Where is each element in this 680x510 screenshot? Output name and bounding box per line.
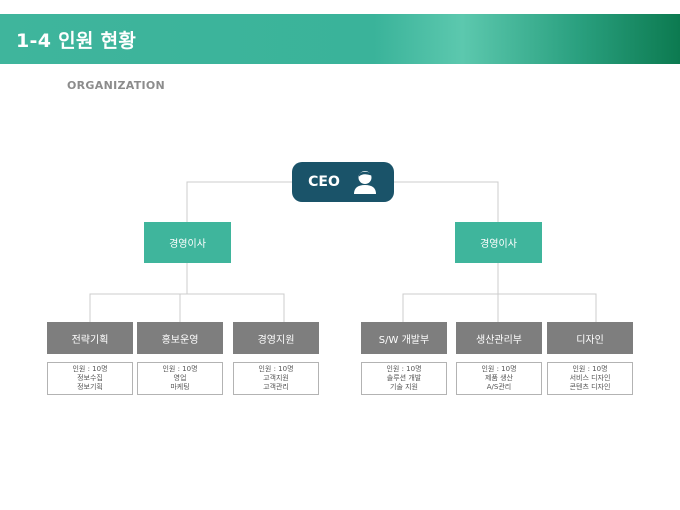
user-icon <box>353 171 376 194</box>
page-title: 1-4 인원 현황 <box>16 30 137 52</box>
ceo-node: CEO <box>292 162 394 202</box>
dept-info: 인원 : 10명 영업 마케팅 <box>137 362 223 395</box>
dept-node: S/W 개발부 <box>361 322 447 354</box>
dept-node: 생산관리부 <box>456 322 542 354</box>
headcount-text: 인원 : 10명 <box>162 365 198 373</box>
ceo-label: CEO <box>308 174 340 190</box>
dept-info: 인원 : 10명 제품 생산 A/S관리 <box>456 362 542 395</box>
duty-text: 콘텐츠 디자인 <box>569 383 611 391</box>
duty-text: 정보기획 <box>77 383 103 391</box>
headcount-text: 인원 : 10명 <box>481 365 517 373</box>
duty-text: 기술 지원 <box>390 383 418 391</box>
duty-text: 솔루션 개발 <box>386 374 422 382</box>
duty-text: A/S관리 <box>486 383 512 391</box>
section-subtitle: ORGANIZATION <box>67 79 166 92</box>
headcount-text: 인원 : 10명 <box>386 365 422 373</box>
dept-node: 전략기획 <box>47 322 133 354</box>
duty-text: 제품 생산 <box>485 374 513 382</box>
connector-ceo-right <box>394 181 499 222</box>
connector-left-branch <box>89 293 285 322</box>
duty-text: 영업 <box>173 374 187 382</box>
connector-ceo-left <box>186 181 292 222</box>
duty-text: 고객지원 <box>263 374 289 382</box>
dept-info: 인원 : 10명 정보수집 정보기획 <box>47 362 133 395</box>
dept-info: 인원 : 10명 고객지원 고객관리 <box>233 362 319 395</box>
dept-node: 홍보운영 <box>137 322 223 354</box>
exec-node-left: 경영이사 <box>144 222 231 263</box>
duty-text: 마케팅 <box>170 383 190 391</box>
dept-info: 인원 : 10명 솔루션 개발 기술 지원 <box>361 362 447 395</box>
dept-info: 인원 : 10명 서비스 디자인 콘텐츠 디자인 <box>547 362 633 395</box>
title-banner: 1-4 인원 현황 <box>0 14 680 64</box>
duty-text: 서비스 디자인 <box>569 374 611 382</box>
exec-node-right: 경영이사 <box>455 222 542 263</box>
headcount-text: 인원 : 10명 <box>72 365 108 373</box>
headcount-text: 인원 : 10명 <box>572 365 608 373</box>
connector-right-branch <box>402 293 597 322</box>
dept-node: 디자인 <box>547 322 633 354</box>
duty-text: 고객관리 <box>263 383 289 391</box>
headcount-text: 인원 : 10명 <box>258 365 294 373</box>
dept-node: 경영지원 <box>233 322 319 354</box>
duty-text: 정보수집 <box>77 374 103 382</box>
